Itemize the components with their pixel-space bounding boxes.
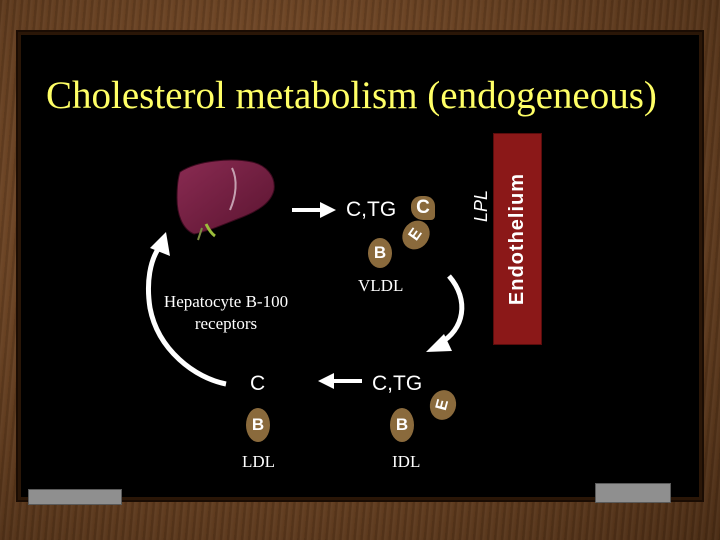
arrow-left-icon: [318, 373, 362, 389]
ldl-name: LDL: [242, 452, 276, 471]
vldl-name: VLDL: [358, 276, 404, 295]
ldl-core-label: C: [250, 372, 266, 395]
endothelium-bar: Endothelium: [493, 133, 542, 345]
liver-icon: [176, 159, 275, 241]
chalk-eraser-left: [28, 489, 122, 505]
idl-apo-b: B: [390, 408, 414, 442]
vldl-core-label: C,TG: [346, 198, 397, 221]
curved-arrow-up-icon: [145, 232, 227, 387]
idl-core-label: C,TG: [372, 372, 423, 395]
idl-name: IDL: [392, 452, 421, 471]
vldl-apo-c: C: [411, 196, 435, 220]
chalkboard: [16, 30, 704, 502]
hepatocyte-label-line2: receptors: [194, 314, 258, 333]
hepatocyte-label: Hepatocyte B-100 receptors: [148, 291, 304, 335]
ldl-apo-b: B: [246, 408, 270, 442]
hepatocyte-label-line1: Hepatocyte B-100: [163, 292, 289, 311]
vldl-apo-b: B: [368, 238, 392, 268]
chalk-eraser-right: [595, 483, 671, 503]
arrow-right-icon: [292, 202, 336, 218]
curved-arrow-down-icon: [426, 274, 465, 352]
page-title: Cholesterol metabolism (endogeneous): [46, 74, 657, 117]
